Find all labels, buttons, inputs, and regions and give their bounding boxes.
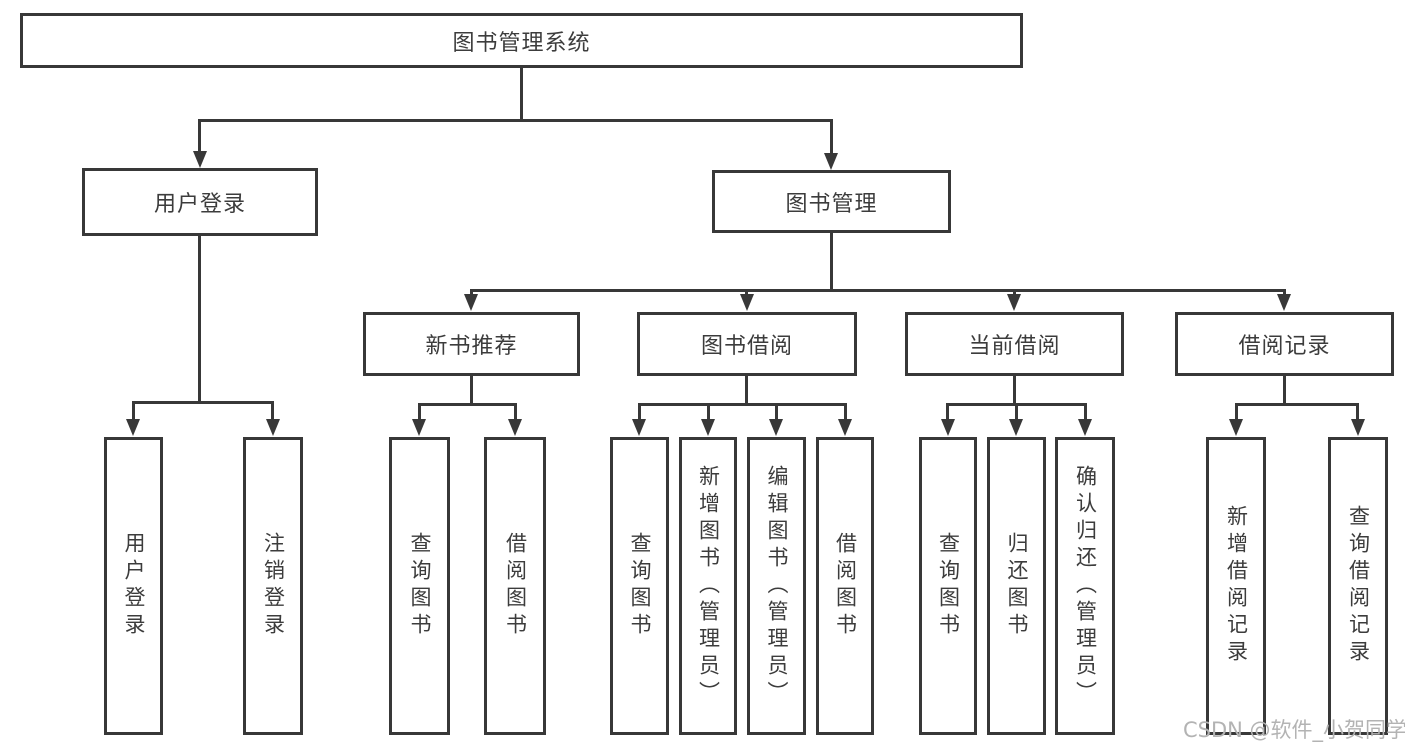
connector-line — [1084, 403, 1087, 419]
connector-line — [470, 376, 473, 405]
arrow-down-icon — [1007, 294, 1021, 311]
connector-line — [132, 401, 273, 404]
node-current-borrowing: 当前借阅 — [905, 312, 1124, 376]
arrow-down-icon — [701, 419, 715, 436]
connector-line — [514, 403, 517, 419]
leaf-confirm-return-admin: 确认归还（管理员） — [1055, 437, 1115, 735]
connector-line — [1283, 376, 1286, 405]
connector-line — [271, 401, 274, 419]
connector-line — [132, 401, 135, 419]
connector-line — [418, 403, 421, 419]
arrow-down-icon — [126, 419, 140, 436]
connector-line — [418, 403, 516, 406]
leaf-search-books-borrowing: 查询图书 — [610, 437, 669, 735]
arrow-down-icon — [740, 294, 754, 311]
leaf-logout: 注销登录 — [243, 437, 303, 735]
connector-line — [470, 289, 1285, 292]
arrow-down-icon — [1009, 419, 1023, 436]
connector-line — [946, 403, 949, 419]
connector-line — [1015, 403, 1018, 419]
connector-line — [638, 403, 641, 419]
arrow-down-icon — [266, 419, 280, 436]
leaf-search-books-recommend: 查询图书 — [389, 437, 450, 735]
leaf-add-borrow-record: 新增借阅记录 — [1206, 437, 1266, 735]
connector-line — [1013, 289, 1016, 297]
connector-line — [844, 403, 847, 419]
arrow-down-icon — [769, 419, 783, 436]
arrow-down-icon — [1277, 294, 1291, 311]
connector-line — [1283, 289, 1286, 297]
leaf-user-login: 用户登录 — [104, 437, 163, 735]
leaf-return-book: 归还图书 — [987, 437, 1046, 735]
connector-line — [745, 376, 748, 405]
connector-line — [1235, 403, 1238, 419]
arrow-down-icon — [1229, 419, 1243, 436]
leaf-edit-book-admin: 编辑图书（管理员） — [747, 437, 806, 735]
node-book-borrowing: 图书借阅 — [637, 312, 857, 376]
node-root-system: 图书管理系统 — [20, 13, 1023, 68]
arrow-down-icon — [838, 419, 852, 436]
connector-line — [1356, 403, 1359, 419]
connector-line — [707, 403, 710, 419]
arrow-down-icon — [1078, 419, 1092, 436]
node-user-login: 用户登录 — [82, 168, 318, 236]
connector-line — [198, 119, 201, 151]
connector-line — [638, 403, 846, 406]
leaf-search-books-current: 查询图书 — [919, 437, 977, 735]
arrow-down-icon — [1351, 419, 1365, 436]
connector-line — [1013, 376, 1016, 405]
leaf-search-borrow-record: 查询借阅记录 — [1328, 437, 1388, 735]
arrow-down-icon — [632, 419, 646, 436]
arrow-down-icon — [508, 419, 522, 436]
arrow-down-icon — [412, 419, 426, 436]
arrow-down-icon — [464, 294, 478, 311]
csdn-watermark: CSDN @软件_小贺同学 — [1183, 718, 1405, 742]
leaf-add-book-admin: 新增图书（管理员） — [679, 437, 737, 735]
connector-line — [198, 119, 833, 122]
node-book-management: 图书管理 — [712, 170, 951, 233]
node-borrowing-records: 借阅记录 — [1175, 312, 1394, 376]
arrow-down-icon — [824, 153, 838, 170]
connector-line — [1235, 403, 1358, 406]
connector-line — [198, 236, 201, 401]
leaf-borrow-books-recommend: 借阅图书 — [484, 437, 546, 735]
connector-line — [470, 289, 473, 297]
node-new-book-recommendation: 新书推荐 — [363, 312, 580, 376]
leaf-borrow-books-borrowing: 借阅图书 — [816, 437, 874, 735]
arrow-down-icon — [941, 419, 955, 436]
connector-line — [830, 233, 833, 291]
connector-line — [745, 289, 748, 297]
connector-line — [830, 119, 833, 153]
connector-line — [520, 68, 523, 121]
arrow-down-icon — [193, 151, 207, 168]
connector-line — [775, 403, 778, 419]
